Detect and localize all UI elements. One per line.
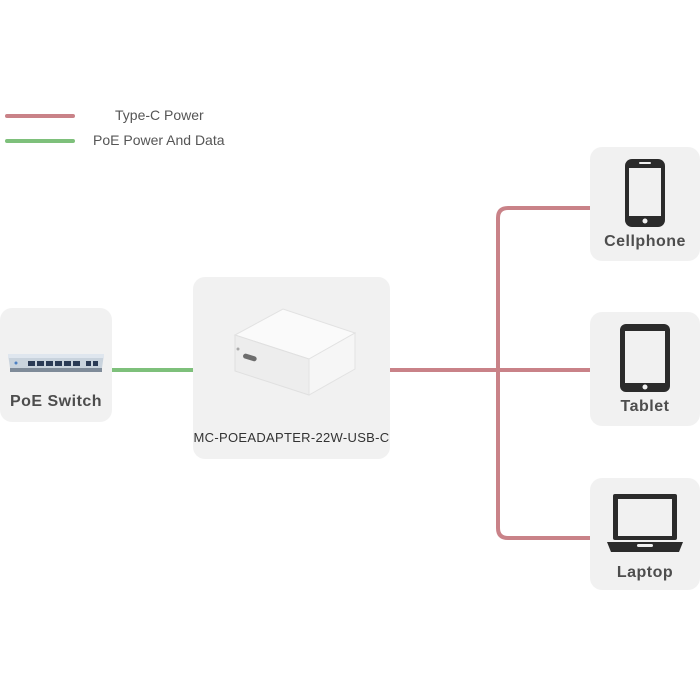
edge-adapter-to-laptop (496, 370, 590, 540)
tablet-card: Tablet (590, 312, 700, 426)
laptop-icon (607, 494, 683, 552)
legend-label-type-c: Type-C Power (115, 107, 204, 123)
adapter-model-label: MC-POEADAPTER-22W-USB-C (193, 430, 390, 445)
tablet-label: Tablet (620, 398, 670, 415)
cellphone-card: Cellphone (590, 147, 700, 261)
legend-label-poe: PoE Power And Data (93, 132, 225, 148)
adapter-card: MC-POEADAPTER-22W-USB-C (193, 277, 390, 459)
network-switch-icon (8, 354, 104, 372)
laptop-card: Laptop (590, 478, 700, 590)
legend-swatch-type-c (5, 114, 75, 118)
legend-swatch-poe (5, 139, 75, 143)
poe-switch-card: PoE Switch (0, 308, 112, 422)
poe-switch-label: PoE Switch (9, 393, 103, 410)
tablet-icon (620, 324, 670, 392)
edge-adapter-to-cellphone (496, 206, 590, 370)
cellphone-icon (625, 159, 665, 227)
poe-adapter-icon (233, 308, 357, 396)
cellphone-label: Cellphone (604, 233, 686, 250)
laptop-label: Laptop (616, 564, 674, 581)
